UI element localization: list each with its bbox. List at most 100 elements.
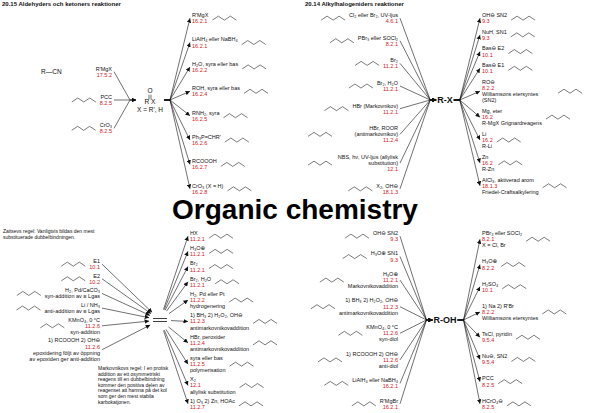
reagent-group: Br₂11.2.1 [383,57,398,69]
reagent-group: Mg, eter16.2R-MgX Grignardreagens [482,108,542,126]
reagent-label-group: syra eller bas11.2.5polymerisation [190,355,225,373]
reagent-group: Nu⊖, SN29.5.4 [482,353,507,365]
reagent-text: KMnO₄, 0 °C [366,324,398,330]
section-number: 8.2.1 [482,236,522,242]
panel-heading: 20.15 Aldehyders och ketoners reaktioner [2,1,121,8]
reagent-text: epoxidering följt av öppning av epoxiden… [28,350,100,362]
molecule-sketch [511,16,535,20]
reaction-arrow [164,330,188,385]
molecule-sketch [558,89,582,93]
molecule-sketch [209,265,233,269]
molecule-sketch [352,402,376,406]
reagent-text: PBr₃ eller SOCl₂ [482,230,522,236]
reagent-text: H₃O⊕ SN1 [371,250,398,256]
molecule-sketch [349,84,373,88]
reagent-text: antimarkovnikovaddition [190,346,249,352]
reaction-arrow [102,279,151,314]
reagent-label-group: HBr, peroxider11.2.4antimarkovnikovaddit… [190,334,249,352]
molecule-sketch [511,357,535,361]
molecule-sketch [542,310,566,314]
page-title: Organic chemistry [0,195,590,226]
reagent-text: LiAlH₄ eller NaBH₄ [192,36,238,42]
reagent-text: 1) RCOOOH 2) OH⊖ [28,337,100,343]
molecule-sketch [229,298,253,302]
reagent-group: H₂SO₄10.1 [482,281,498,293]
reaction-arrow [458,239,481,320]
reaction-arrow [400,63,436,100]
section-number: 11.2.1 [377,86,398,92]
reagent-text: OH⊖ SN2 [373,230,398,236]
reagent-group: NBS, hν, UV-ljus (allylisk substitution)… [336,154,398,172]
reagent-text: Markovnikovaddition [348,283,398,289]
section-number: 4.6.1 [349,18,398,24]
reagent-group: 1) BH₃ 2) H₂O₂, OH⊖11.2.3antimarkovnikov… [339,297,398,315]
reaction-arrow [458,287,481,320]
molecule-sketch [225,138,249,142]
reagent-text: 1) BH₃ 2) H₂O₂, OH⊖ [339,297,398,303]
reaction-arrow [454,52,480,100]
reagent-text: X = R', H [137,106,163,113]
reagent-text: HCrO₄⊖ [482,398,503,404]
reagent-text: HX [190,230,205,236]
section-number: 16.2.1 [352,383,398,389]
reagent-text: Cl₂ eller Br₂, UV-ljus [349,12,398,18]
section-number: 11.2.1 [190,282,211,288]
reagent-text: H₂, Pd/CaCO₃ [45,287,100,293]
reaction-arrow [454,68,480,100]
reagent-text: 1) RCOOOH 2) OH⊖ [346,351,398,357]
reaction-arrow [458,320,481,337]
reagent-text: PCC [100,94,112,100]
molecule-sketch [212,16,236,20]
molecule-sketch [343,255,367,259]
reaction-arrow [400,100,436,189]
reagent-group: 1) RCOOOH 2) OH⊖11.2.6anti-diol [346,351,398,369]
section-number: 9.5.4 [482,359,507,365]
reagent-group: ROH, syra eller bas16.2.4 [192,85,240,97]
reagent-group: X₂, OH⊖18.1.3 [376,183,398,195]
reagent-text: E1 [89,258,100,264]
reaction-arrow [458,265,481,320]
reagent-group: RO⊖8.2.2Williamsons etersyntes (SN2) [482,79,554,104]
reagent-text: R X [137,98,163,105]
reagent-text: R-OH [434,315,457,325]
section-number: 16.2 [482,137,493,143]
reaction-arrow [165,267,188,311]
molecule-sketch [17,306,41,310]
reaction-arrow [169,300,188,314]
molecule-sketch [546,115,570,119]
section-number: 8.2.1 [358,41,398,47]
reaction-arrow [102,293,150,315]
reagent-text: Friedel-Craftsalkylering [482,189,539,195]
molecule-sketch [72,98,96,102]
reaction-arrow [164,251,188,309]
section-number: 9.5.4 [482,337,512,343]
section-number: 11.2.7 [190,404,235,410]
molecule-sketch [543,184,567,188]
reaction-arrow [458,312,481,320]
reagent-group: CrO₃ (X = H)16.2.8 [192,183,223,195]
reagent-text: RNH₂, syra [192,110,220,116]
molecule-sketch [498,161,522,165]
reagent-text: E2 [89,273,100,279]
reagent-text: ROH, syra eller bas [192,85,240,91]
section-number: 9.3 [482,18,507,24]
molecule-sketch [330,39,354,43]
reagent-group: KMnO₄, 0 °C11.2.6syn-diol [366,324,398,342]
rule-note: Zaitsevs regel: Vanligtvis bildas den me… [3,229,98,240]
reagent-text: KMnO₄, 0 °C [68,317,100,323]
reagent-label-group: 1) BH₃ 2) H₂O₂, OH⊖11.2.3antimarkovnikov… [190,312,249,330]
molecule-sketch [40,324,64,328]
reagent-group: Zn16.2R-Zn [482,154,494,172]
reagent-text: CrO₃ (X = H) [192,183,223,189]
section-number: 8.2.5 [100,100,112,106]
reagent-group: RNH₂, syra16.2.5 [192,110,220,122]
molecule-sketch [224,114,248,118]
reagent-text: syn-diol [366,336,398,342]
reagent-group: PBr₃ eller SOCl₂8.2.1X = Cl, Br [482,230,522,248]
reagent-text: R'MgBr [380,398,398,404]
reagent-group: H₃O⊕11.2.1Markovnikovaddition [348,271,398,289]
section-number: 16.2 [482,160,494,166]
reagent-group: LiAlH₄ eller NaBH₄16.2.1 [192,36,238,48]
reaction-arrow [169,327,188,343]
section-number: 11.2.3 [190,318,249,324]
